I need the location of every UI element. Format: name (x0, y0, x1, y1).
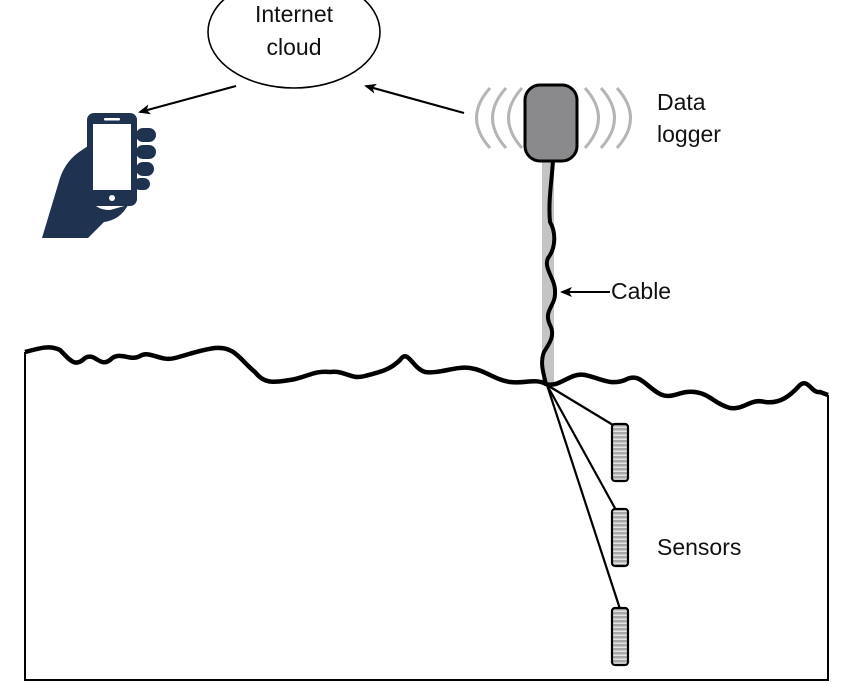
soil-sensor-icon-3 (610, 606, 630, 667)
soil-sensor-icon-1 (610, 422, 630, 483)
logger-label-line2: logger (657, 121, 721, 147)
internet-cloud: Internet cloud (207, 0, 381, 89)
ground-surface (24, 345, 829, 411)
soil-sensor-icon-2 (610, 507, 630, 568)
soil-profile-outline (24, 352, 829, 681)
data-logger-icon (523, 83, 579, 163)
logger-label-line1: Data (657, 89, 706, 115)
wireless-signal-icon (475, 86, 632, 150)
cable (540, 159, 558, 385)
cable-label: Cable (611, 278, 671, 304)
cloud-label-line1: Internet (255, 1, 334, 27)
sensor-leads (545, 384, 622, 610)
logger-to-cloud-arrow (364, 83, 465, 115)
cloud-label-line2: cloud (267, 34, 322, 60)
hand-holding-smartphone-icon (42, 113, 156, 238)
sensors-label: Sensors (657, 534, 741, 560)
cloud-to-phone-arrow (138, 84, 237, 115)
